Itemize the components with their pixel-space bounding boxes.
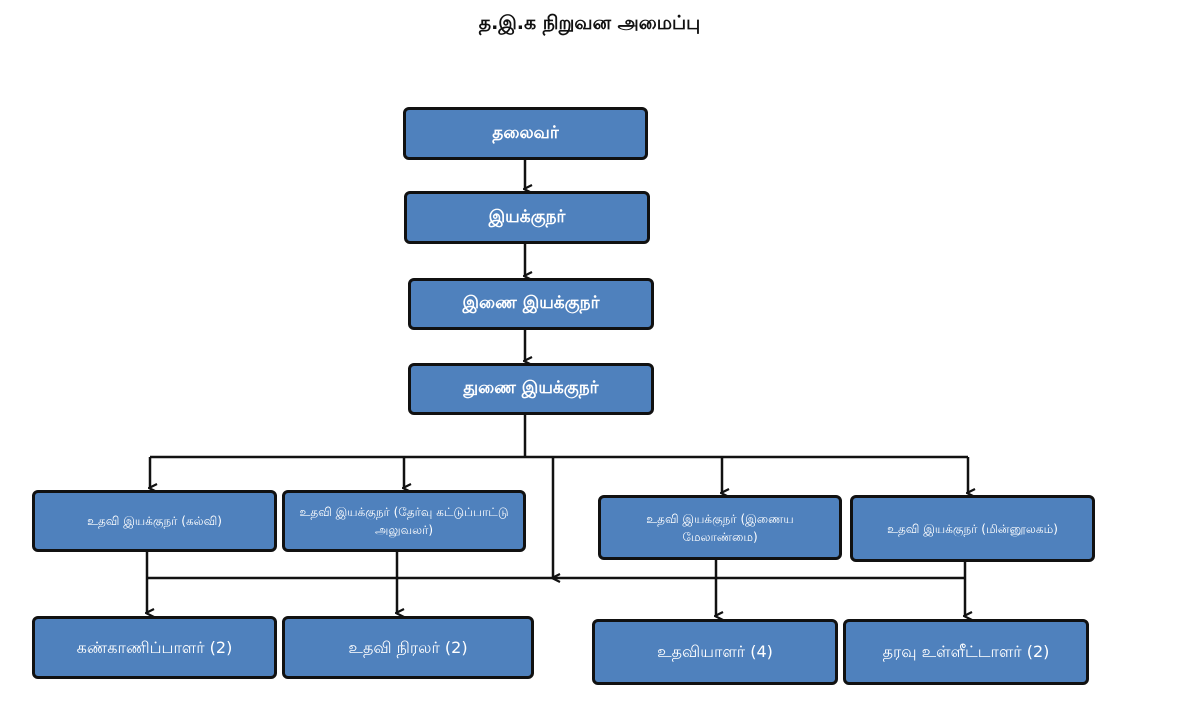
node-ad-library: உதவி இயக்குநர் (மின்னூலகம்) xyxy=(850,495,1095,562)
node-ad-education-label: உதவி இயக்குநர் (கல்வி) xyxy=(87,514,222,528)
node-ad-library-label: உதவி இயக்குநர் (மின்னூலகம்) xyxy=(887,521,1058,536)
node-joint-director: இணை இயக்குநர் xyxy=(408,278,654,330)
chart-title: த.இ.க நிறுவன அமைப்பு xyxy=(478,12,701,34)
node-ad-education: உதவி இயக்குநர் (கல்வி) xyxy=(32,490,277,552)
node-director-label: இயக்குநர் xyxy=(488,206,566,227)
node-data-entry-label: தரவு உள்ளீட்டாளர் (2) xyxy=(882,642,1050,661)
node-ad-web-label: உதவி இயக்குநர் (இணைய மேலாண்மை) xyxy=(646,511,794,544)
node-head-label: தலைவர் xyxy=(492,122,559,143)
node-asst-programmers: உதவி நிரலர் (2) xyxy=(282,616,534,679)
node-asst-programmers-label: உதவி நிரலர் (2) xyxy=(348,637,468,657)
node-data-entry: தரவு உள்ளீட்டாளர் (2) xyxy=(843,619,1089,685)
node-assistants: உதவியாளர் (4) xyxy=(592,619,838,685)
node-head: தலைவர் xyxy=(403,107,648,160)
node-supervisors: கண்காணிப்பாளர் (2) xyxy=(32,616,277,679)
node-joint-director-label: இணை இயக்குநர் xyxy=(462,293,600,314)
node-deputy-director-label: துணை இயக்குநர் xyxy=(463,378,599,399)
node-assistants-label: உதவியாளர் (4) xyxy=(657,642,773,661)
node-ad-exam-label: உதவி இயக்குநர் (தேர்வு கட்டுப்பாட்டு அலு… xyxy=(299,505,509,537)
node-deputy-director: துணை இயக்குநர் xyxy=(408,363,654,415)
node-supervisors-label: கண்காணிப்பாளர் (2) xyxy=(76,637,233,657)
node-ad-web: உதவி இயக்குநர் (இணைய மேலாண்மை) xyxy=(598,495,842,560)
node-director: இயக்குநர் xyxy=(404,191,650,244)
node-ad-exam: உதவி இயக்குநர் (தேர்வு கட்டுப்பாட்டு அலு… xyxy=(282,490,526,552)
